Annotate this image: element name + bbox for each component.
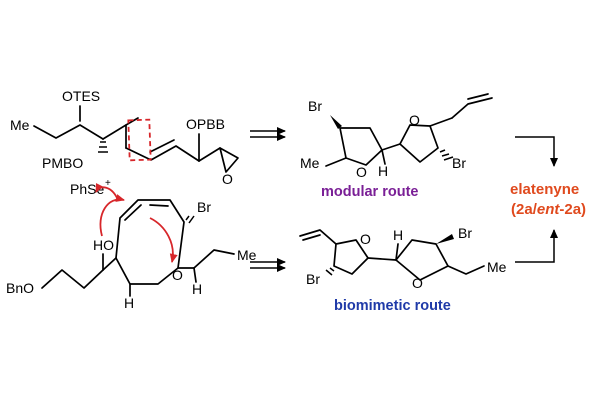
curved-arrow-attack — [99, 194, 125, 237]
converge-arrow-top — [515, 136, 558, 167]
curved-arrow-electrophile — [95, 183, 119, 201]
me-label: Me — [10, 117, 30, 133]
o-left-label: O — [356, 164, 367, 180]
code-2a: 2a — [516, 201, 533, 218]
bottom-substrate: PhSe + O Br Me H HO H BnO — [6, 178, 257, 311]
side-chain — [41, 269, 104, 289]
hashed-bond — [185, 215, 195, 224]
allyl-double — [302, 234, 321, 241]
modular-route-label: modular route — [321, 184, 418, 200]
bond — [325, 157, 347, 167]
h-label: H — [378, 163, 388, 179]
br-label: Br — [197, 199, 211, 215]
otes-label: OTES — [62, 88, 100, 104]
bond — [102, 257, 117, 271]
h-right-label: H — [192, 281, 202, 297]
me-label: Me — [487, 259, 507, 275]
thf-ring-left — [339, 127, 383, 166]
epoxide-ring — [219, 147, 239, 173]
o-right-label: O — [412, 275, 423, 291]
bno-label: BnO — [6, 280, 34, 296]
bond — [193, 267, 197, 283]
br-left-label: Br — [308, 98, 322, 114]
bond — [198, 147, 221, 162]
br-left-label: Br — [306, 271, 320, 287]
thf-ring-left — [333, 239, 369, 275]
code-sep: / — [533, 201, 538, 218]
opbb-label: OPBB — [186, 116, 225, 132]
ring-double — [124, 204, 142, 221]
bond — [429, 117, 453, 127]
rcm-highlight-box — [127, 118, 152, 162]
paren-open: ( — [511, 201, 516, 218]
wedge-bond — [330, 115, 342, 129]
ho-label: HO — [93, 237, 114, 253]
bond — [395, 243, 399, 261]
ring-o-label: O — [172, 267, 183, 283]
phse-charge: + — [105, 178, 111, 189]
bond — [381, 149, 386, 165]
wedge-bond — [436, 234, 454, 244]
top-product: Br O Me H O Br — [300, 93, 493, 180]
chain-bonds — [33, 124, 104, 140]
ring-double-2 — [149, 204, 169, 207]
o-right-label: O — [409, 112, 420, 128]
o-left-label: O — [360, 231, 371, 247]
br-right-label: Br — [458, 225, 472, 241]
thf-ring-right — [399, 124, 439, 163]
pmbo-label: PMBO — [42, 155, 83, 171]
h-label: H — [393, 227, 403, 243]
product-code: (2a/ent-2a) — [511, 201, 586, 218]
ethyl-chain — [193, 249, 235, 269]
product-name: elatenyne — [510, 181, 579, 198]
hashed-bond — [98, 141, 108, 153]
me-label: Me — [300, 155, 320, 171]
chain-bonds-2 — [102, 117, 139, 140]
ethyl-chain — [447, 265, 485, 275]
double-bond-inner — [149, 139, 175, 153]
allyl-chain — [451, 97, 493, 119]
code-ent-2a: -2a — [559, 201, 581, 218]
paren-close: ) — [581, 201, 586, 218]
code-ent: ent — [537, 201, 561, 218]
h-left-label: H — [124, 295, 134, 311]
me-label: Me — [237, 247, 257, 263]
curved-arrow-ring — [149, 217, 178, 263]
hashed-bond — [439, 149, 454, 161]
biomimetic-route-label: biomimetic route — [334, 298, 451, 314]
top-substrate: OTES Me PMBO OPBB O — [10, 88, 239, 187]
thf-ring-right — [395, 239, 449, 281]
bond — [367, 257, 397, 261]
epoxide-o-label: O — [222, 171, 233, 187]
converge-arrow-bottom — [515, 229, 558, 263]
allyl-double — [467, 93, 489, 100]
br-right-label: Br — [452, 155, 466, 171]
bottom-product: O Br H O Br Me — [299, 225, 507, 291]
chain-bonds-3 — [125, 145, 200, 162]
allyl-chain — [299, 229, 337, 245]
bond — [381, 143, 401, 151]
hashed-bond — [325, 267, 335, 276]
